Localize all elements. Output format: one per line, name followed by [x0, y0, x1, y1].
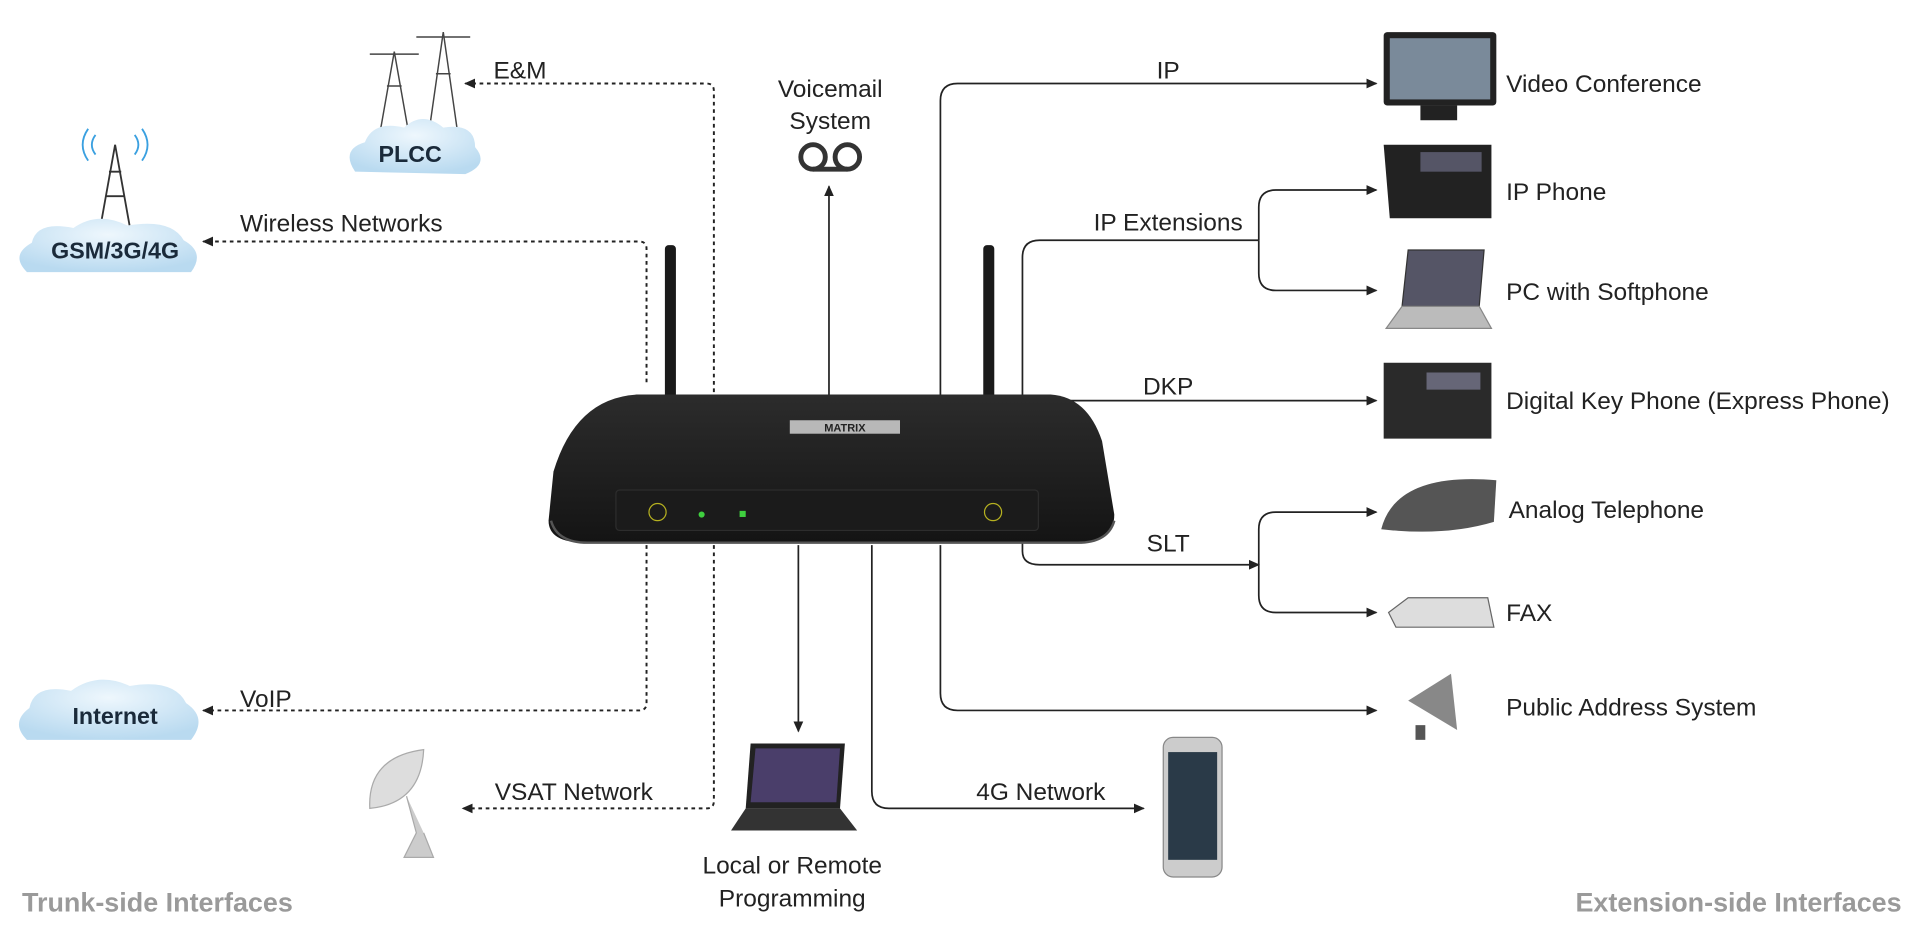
status-led-icon: [739, 510, 746, 517]
ip-phone-icon: [1383, 144, 1492, 219]
gsm-label: GSM/3G/4G: [51, 238, 179, 264]
plcc-cloud: PLCC: [349, 31, 481, 175]
smartphone-icon: [1162, 736, 1223, 878]
extension-side-heading: Extension-side Interfaces: [1575, 887, 1901, 917]
voicemail-link: Voicemail System: [778, 76, 883, 395]
sim-slot-2-icon: [983, 502, 1003, 522]
public-address-label: Public Address System: [1506, 694, 1756, 721]
dkp-label: DKP: [1143, 374, 1193, 401]
digital-key-phone-label: Digital Key Phone (Express Phone): [1506, 388, 1890, 415]
antenna-left: [664, 245, 676, 399]
internet-cloud: Internet: [18, 679, 199, 740]
programming-label-1: Local or Remote: [702, 852, 882, 879]
voicemail-label-1: Voicemail: [778, 76, 883, 103]
satellite-dish-icon: [369, 748, 435, 858]
ip-extensions-label: IP Extensions: [1094, 209, 1243, 236]
wireless-label: Wireless Networks: [240, 211, 443, 238]
megaphone-icon: [1408, 673, 1458, 740]
programming-label-2: Programming: [719, 885, 866, 912]
vsat-label: VSAT Network: [495, 779, 654, 806]
vsat-link: VSAT Network: [461, 545, 715, 814]
internet-label: Internet: [72, 703, 158, 729]
pc-softphone-label: PC with Softphone: [1506, 279, 1709, 306]
analog-telephone-label: Analog Telephone: [1509, 497, 1704, 524]
voip-link: VoIP: [202, 545, 648, 716]
matrix-logo: [789, 420, 900, 434]
dkp-link: DKP: [1040, 374, 1378, 406]
power-led-icon: [698, 511, 705, 518]
slt-link: SLT: [1021, 507, 1378, 618]
slt-label: SLT: [1147, 530, 1190, 557]
ip-link: IP: [939, 58, 1378, 395]
voicemail-label-2: System: [789, 108, 871, 135]
brand-text: MATRIX: [824, 422, 866, 434]
trunk-side-heading: Trunk-side Interfaces: [22, 887, 293, 917]
4g-label: 4G Network: [976, 779, 1106, 806]
em-link: E&M: [464, 58, 715, 393]
ip-label: IP: [1157, 58, 1180, 85]
analog-telephone-icon: [1381, 479, 1497, 532]
em-label: E&M: [493, 58, 546, 85]
laptop-softphone-icon: [1384, 249, 1493, 330]
fax-label: FAX: [1506, 600, 1552, 627]
wireless-link: Wireless Networks: [202, 211, 648, 383]
cell-tower-icon: [81, 128, 149, 227]
4g-link: 4G Network: [870, 545, 1145, 814]
voip-label: VoIP: [240, 686, 292, 713]
programming-link: Local or Remote Programming: [702, 545, 882, 912]
ip-phone-label: IP Phone: [1506, 179, 1606, 206]
pbx-router: MATRIX: [548, 245, 1116, 544]
voicemail-icon: [798, 142, 863, 172]
laptop-icon: [731, 743, 858, 831]
fax-icon: [1387, 597, 1495, 628]
video-conference-icon: [1383, 32, 1497, 121]
sim-slot-1-icon: [648, 502, 667, 522]
video-conference-label: Video Conference: [1506, 71, 1701, 98]
gsm-cloud: GSM/3G/4G: [19, 128, 197, 273]
plcc-label: PLCC: [379, 141, 443, 167]
antenna-right: [983, 245, 995, 399]
transmission-tower-icon: [369, 31, 471, 136]
ip-extensions-link: IP Extensions: [1021, 185, 1378, 395]
public-address-link: [939, 545, 1378, 716]
digital-key-phone-icon: [1383, 362, 1492, 439]
